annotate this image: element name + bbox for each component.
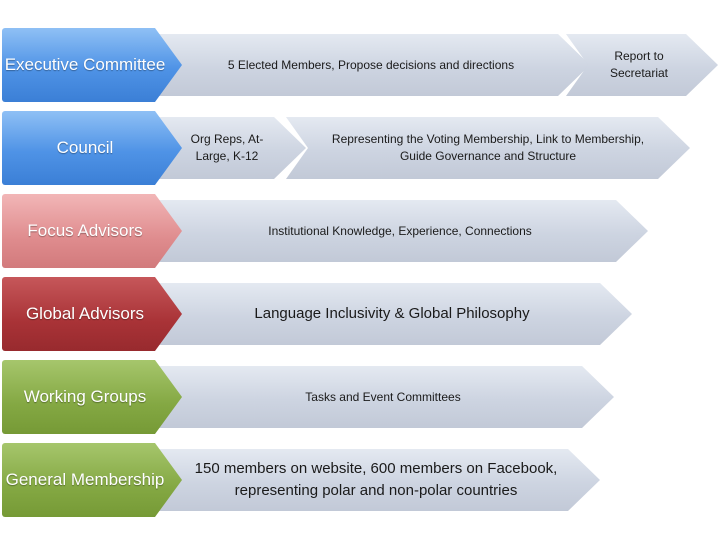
council-label: Council: [56, 138, 114, 157]
global-advisors-box: Global Advisors: [2, 277, 182, 351]
working-groups-text: Tasks and Event Committees: [305, 389, 461, 404]
council-reps-text: Org Reps, At-Large, K-12: [190, 132, 264, 163]
general-membership-box: General Membership: [2, 443, 182, 517]
chevron-executive-duties: 5 Elected Members, Propose decisions and…: [152, 34, 590, 96]
chevron-focus-advisors: Institutional Knowledge, Experience, Con…: [152, 200, 648, 262]
chevron-working-groups: Tasks and Event Committees: [152, 366, 614, 428]
chevron-executive-report: Report to Secretariat: [566, 34, 718, 96]
council-box: Council: [2, 111, 182, 185]
focus-advisors-box: Focus Advisors: [2, 194, 182, 268]
executive-committee-box: Executive Committee: [2, 28, 182, 102]
executive-report-text: Report to Secretariat: [609, 49, 669, 80]
focus-advisors-text: Institutional Knowledge, Experience, Con…: [268, 223, 532, 238]
chevron-council-duties: Representing the Voting Membership, Link…: [286, 117, 690, 179]
chevron-global-advisors: Language Inclusivity & Global Philosophy: [152, 283, 632, 345]
global-advisors-text: Language Inclusivity & Global Philosophy: [254, 305, 530, 322]
working-groups-label: Working Groups: [23, 387, 147, 406]
council-duties-text: Representing the Voting Membership, Link…: [331, 132, 645, 163]
executive-committee-label: Executive Committee: [4, 55, 166, 74]
chevron-general-membership: 150 members on website, 600 members on F…: [152, 449, 600, 511]
working-groups-box: Working Groups: [2, 360, 182, 434]
general-membership-text: 150 members on website, 600 members on F…: [194, 460, 558, 499]
global-advisors-label: Global Advisors: [25, 304, 145, 323]
general-membership-label: General Membership: [5, 470, 165, 489]
focus-advisors-label: Focus Advisors: [27, 221, 143, 240]
executive-duties-text: 5 Elected Members, Propose decisions and…: [227, 57, 515, 72]
